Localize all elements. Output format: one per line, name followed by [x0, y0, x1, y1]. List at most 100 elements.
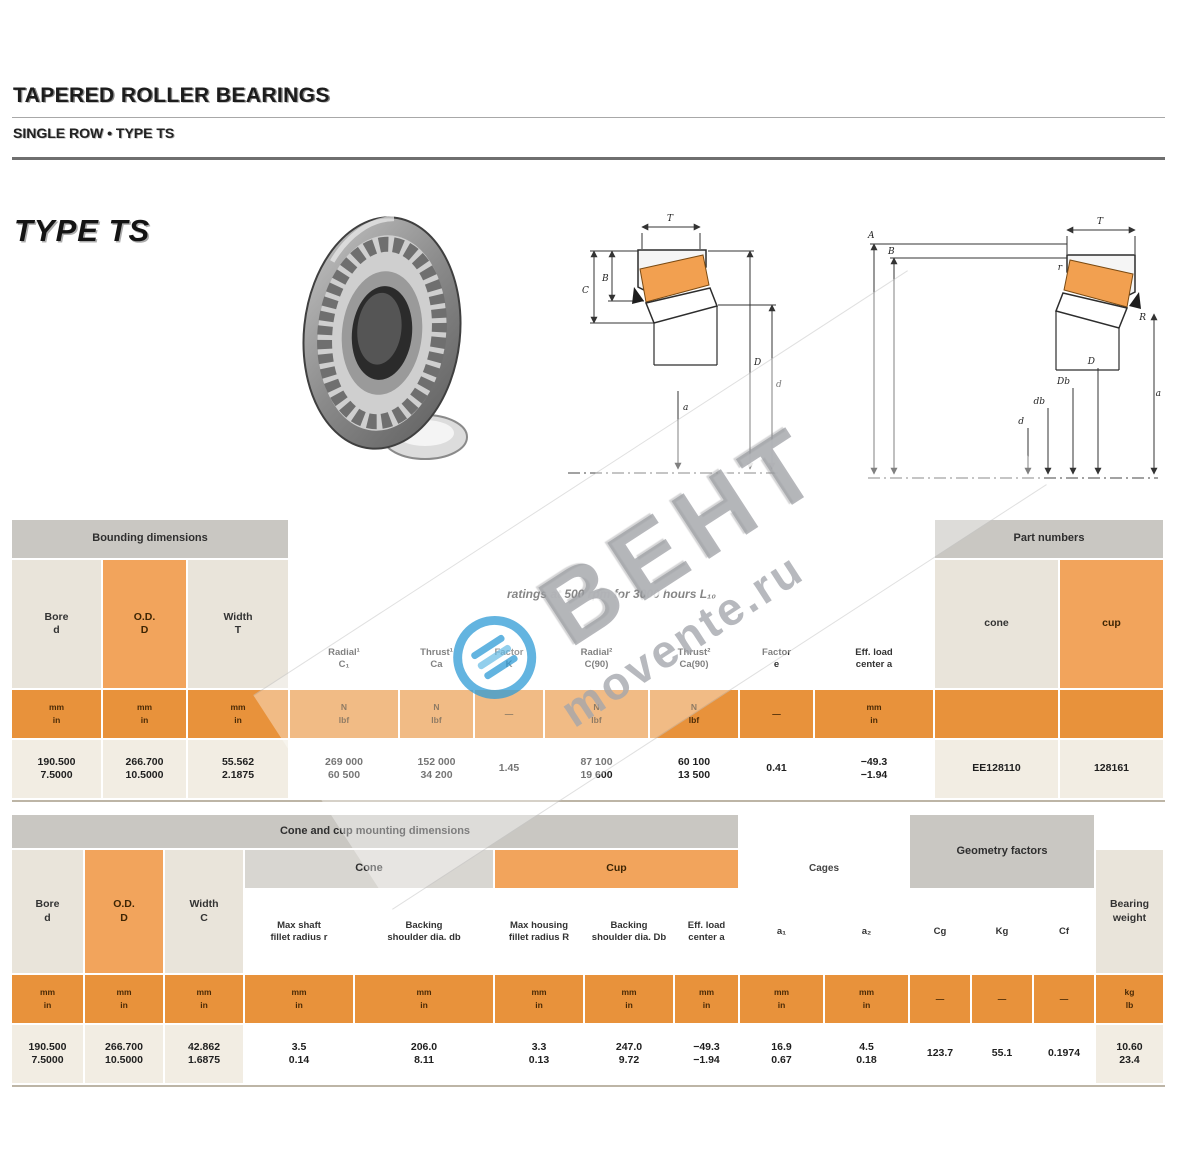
label-line: D	[120, 911, 128, 924]
group-label: Cages	[808, 862, 839, 874]
table-bottom-rule	[12, 1085, 1165, 1087]
unit-line: lbf	[591, 715, 602, 725]
label-line: center a	[688, 931, 725, 943]
value-line: 55.1	[991, 1047, 1013, 1060]
unit-line: mm	[230, 702, 246, 713]
col-width-header: Width T	[188, 560, 290, 690]
value-line: 34 200	[420, 769, 453, 781]
group-label: Cone	[355, 862, 383, 875]
divider	[12, 157, 1165, 160]
dim-label: r	[1058, 263, 1063, 273]
label-line: T	[234, 624, 242, 636]
ratings-note: ratings at 500 rpm for 3000 hours L₁₀	[290, 560, 935, 630]
col-thrust1-header: Thrust¹ Ca	[400, 630, 475, 690]
unit-line: in	[295, 1000, 303, 1010]
dim-label: T	[1097, 217, 1104, 227]
unit-line: in	[625, 1000, 633, 1010]
unit-line: in	[43, 1000, 52, 1010]
label-line: Kg	[995, 925, 1009, 937]
label-line: Bearing weight	[1109, 898, 1150, 924]
value-line: 152 000	[417, 755, 456, 768]
col-cone-header: cone	[935, 560, 1060, 690]
label-line: Bore	[35, 898, 60, 911]
label-line: Width	[223, 610, 253, 623]
label-line: Factor	[761, 647, 792, 659]
dim-label: C	[582, 286, 589, 296]
col-cup-backing-header: Backing shoulder dia. Db	[585, 890, 675, 975]
value-line: 87 100	[580, 755, 613, 768]
group-cone: Cone	[245, 850, 495, 890]
unit-line: in	[234, 715, 242, 725]
unit-line: mm	[291, 987, 307, 998]
value-cell-cg: 123.7	[910, 1025, 972, 1085]
label-line: a₂	[861, 925, 872, 937]
value-line: 1.6875	[187, 1054, 221, 1066]
bearing-photo	[302, 216, 468, 460]
value-line: 60 100	[677, 755, 711, 768]
label-line: Factor	[494, 647, 524, 659]
unit-line: mm	[621, 987, 637, 998]
unit-line: mm	[866, 702, 882, 713]
page-subtitle: SINGLE ROW • TYPE TS	[13, 125, 175, 141]
group-label: Part numbers	[1013, 532, 1085, 545]
value-line: 269 000	[325, 755, 363, 768]
unit-line: lbf	[688, 715, 700, 725]
unit-cell: —	[1034, 975, 1096, 1025]
group-mounting-dimensions: Cone and cup mounting dimensions	[12, 815, 740, 850]
unit-cell: mm in	[355, 975, 495, 1025]
label-line: K	[505, 659, 513, 670]
dim-label: Db	[1056, 377, 1070, 387]
col-bore-header: Bore d	[12, 560, 103, 690]
unit-line: kg	[1124, 987, 1135, 998]
col-a2-header: a₂	[825, 890, 910, 975]
roller-highlight	[639, 254, 710, 303]
unit-line: in	[420, 1000, 428, 1010]
unit-line: in	[200, 1000, 208, 1010]
value-line: 7.5000	[31, 1054, 64, 1066]
dim-label: A	[867, 231, 875, 241]
col-cone-backing-header: Backing shoulder dia. db	[355, 890, 495, 975]
cross-section-right: A B T r R a d db Db D	[867, 217, 1161, 479]
group-cages: Cages	[740, 850, 910, 890]
label-line: Thrust¹	[420, 647, 453, 659]
unit-line: —	[997, 993, 1007, 1004]
unit-line: N	[433, 702, 440, 713]
value-line: 10.60	[1116, 1040, 1143, 1053]
value-cell-cone-part: EE128110	[935, 740, 1060, 800]
value-line: 16.9	[771, 1040, 792, 1053]
value-line: 55.562	[221, 755, 255, 768]
unit-line: in	[52, 715, 61, 725]
unit-line: —	[504, 708, 514, 719]
col-radial90-header: Radial² C(90)	[545, 630, 650, 690]
value-line: 2.1875	[221, 769, 255, 781]
unit-cell	[935, 690, 1060, 740]
label-line: fillet radius r	[270, 931, 328, 943]
unit-line: in	[140, 715, 149, 725]
divider	[12, 117, 1165, 118]
value-cell-factor-e: 0.41	[740, 740, 815, 800]
label-line: a₁	[776, 925, 787, 937]
label-line: Cf	[1058, 925, 1070, 937]
unit-line: mm	[416, 987, 432, 998]
col-kg-header: Kg	[972, 890, 1034, 975]
group-part-numbers: Part numbers	[935, 520, 1165, 560]
unit-cell: mm in	[585, 975, 675, 1025]
col-od-header: O.D. D	[103, 560, 188, 690]
dim-label: R	[1138, 313, 1146, 323]
dim-label: B	[887, 247, 895, 257]
unit-line: —	[935, 993, 945, 1004]
